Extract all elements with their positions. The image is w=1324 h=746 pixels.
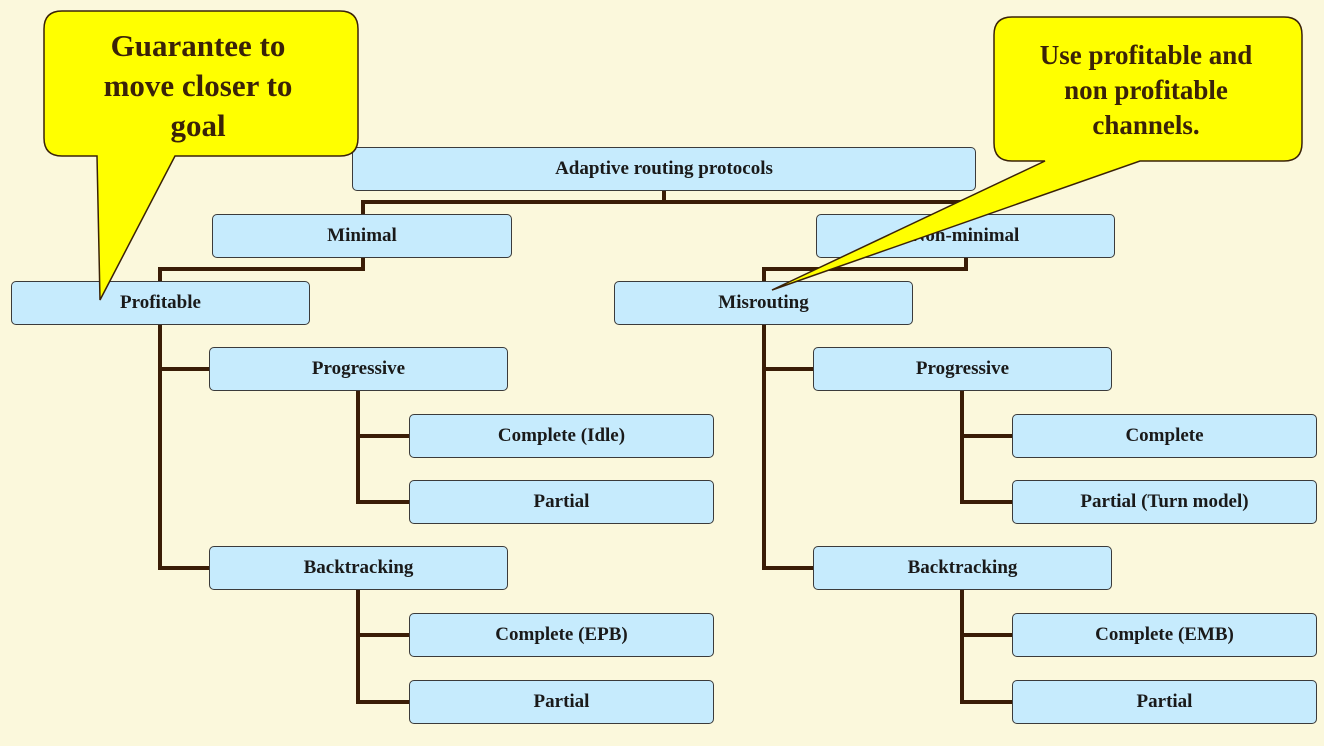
node-minimal: Minimal <box>212 214 512 258</box>
node-right-backtracking: Backtracking <box>813 546 1112 590</box>
callout-left-text: Guarantee to move closer to goal <box>50 26 346 146</box>
callout-right-bubble <box>771 16 1303 291</box>
callout-right-line-2: non profitable <box>1064 75 1228 105</box>
connector-misrouting-children <box>762 323 816 570</box>
node-left-progressive-partial: Partial <box>409 480 714 524</box>
node-right-progressive: Progressive <box>813 347 1112 391</box>
callout-right-text: Use profitable and non profitable channe… <box>1000 38 1292 143</box>
connector-right-progressive-children <box>960 389 1015 504</box>
callout-right-line-1: Use profitable and <box>1039 40 1253 70</box>
node-left-backtracking: Backtracking <box>209 546 508 590</box>
connector-nonminimal-misrouting <box>762 256 968 283</box>
callout-left-line-3: goal <box>170 108 226 143</box>
connector-minimal-profitable <box>158 256 365 283</box>
node-adaptive-routing-protocols: Adaptive routing protocols <box>352 147 976 191</box>
node-right-progressive-complete: Complete <box>1012 414 1317 458</box>
node-right-backtracking-partial: Partial <box>1012 680 1317 724</box>
connector-profitable-children <box>158 323 212 570</box>
node-left-backtracking-complete: Complete (EPB) <box>409 613 714 657</box>
node-left-progressive: Progressive <box>209 347 508 391</box>
connector-right-backtracking-children <box>960 588 1015 704</box>
callout-left-line-2: move closer to <box>103 68 293 103</box>
node-right-progressive-partial: Partial (Turn model) <box>1012 480 1317 524</box>
node-left-backtracking-partial: Partial <box>409 680 714 724</box>
connector-left-backtracking-children <box>356 588 411 704</box>
callout-left-line-1: Guarantee to <box>110 28 286 63</box>
node-right-backtracking-complete: Complete (EMB) <box>1012 613 1317 657</box>
node-left-progressive-complete: Complete (Idle) <box>409 414 714 458</box>
node-misrouting: Misrouting <box>614 281 913 325</box>
callout-left-bubble <box>43 10 359 301</box>
connector-left-progressive-children <box>356 389 411 504</box>
node-profitable: Profitable <box>11 281 310 325</box>
callout-right-line-3: channels. <box>1092 110 1200 140</box>
